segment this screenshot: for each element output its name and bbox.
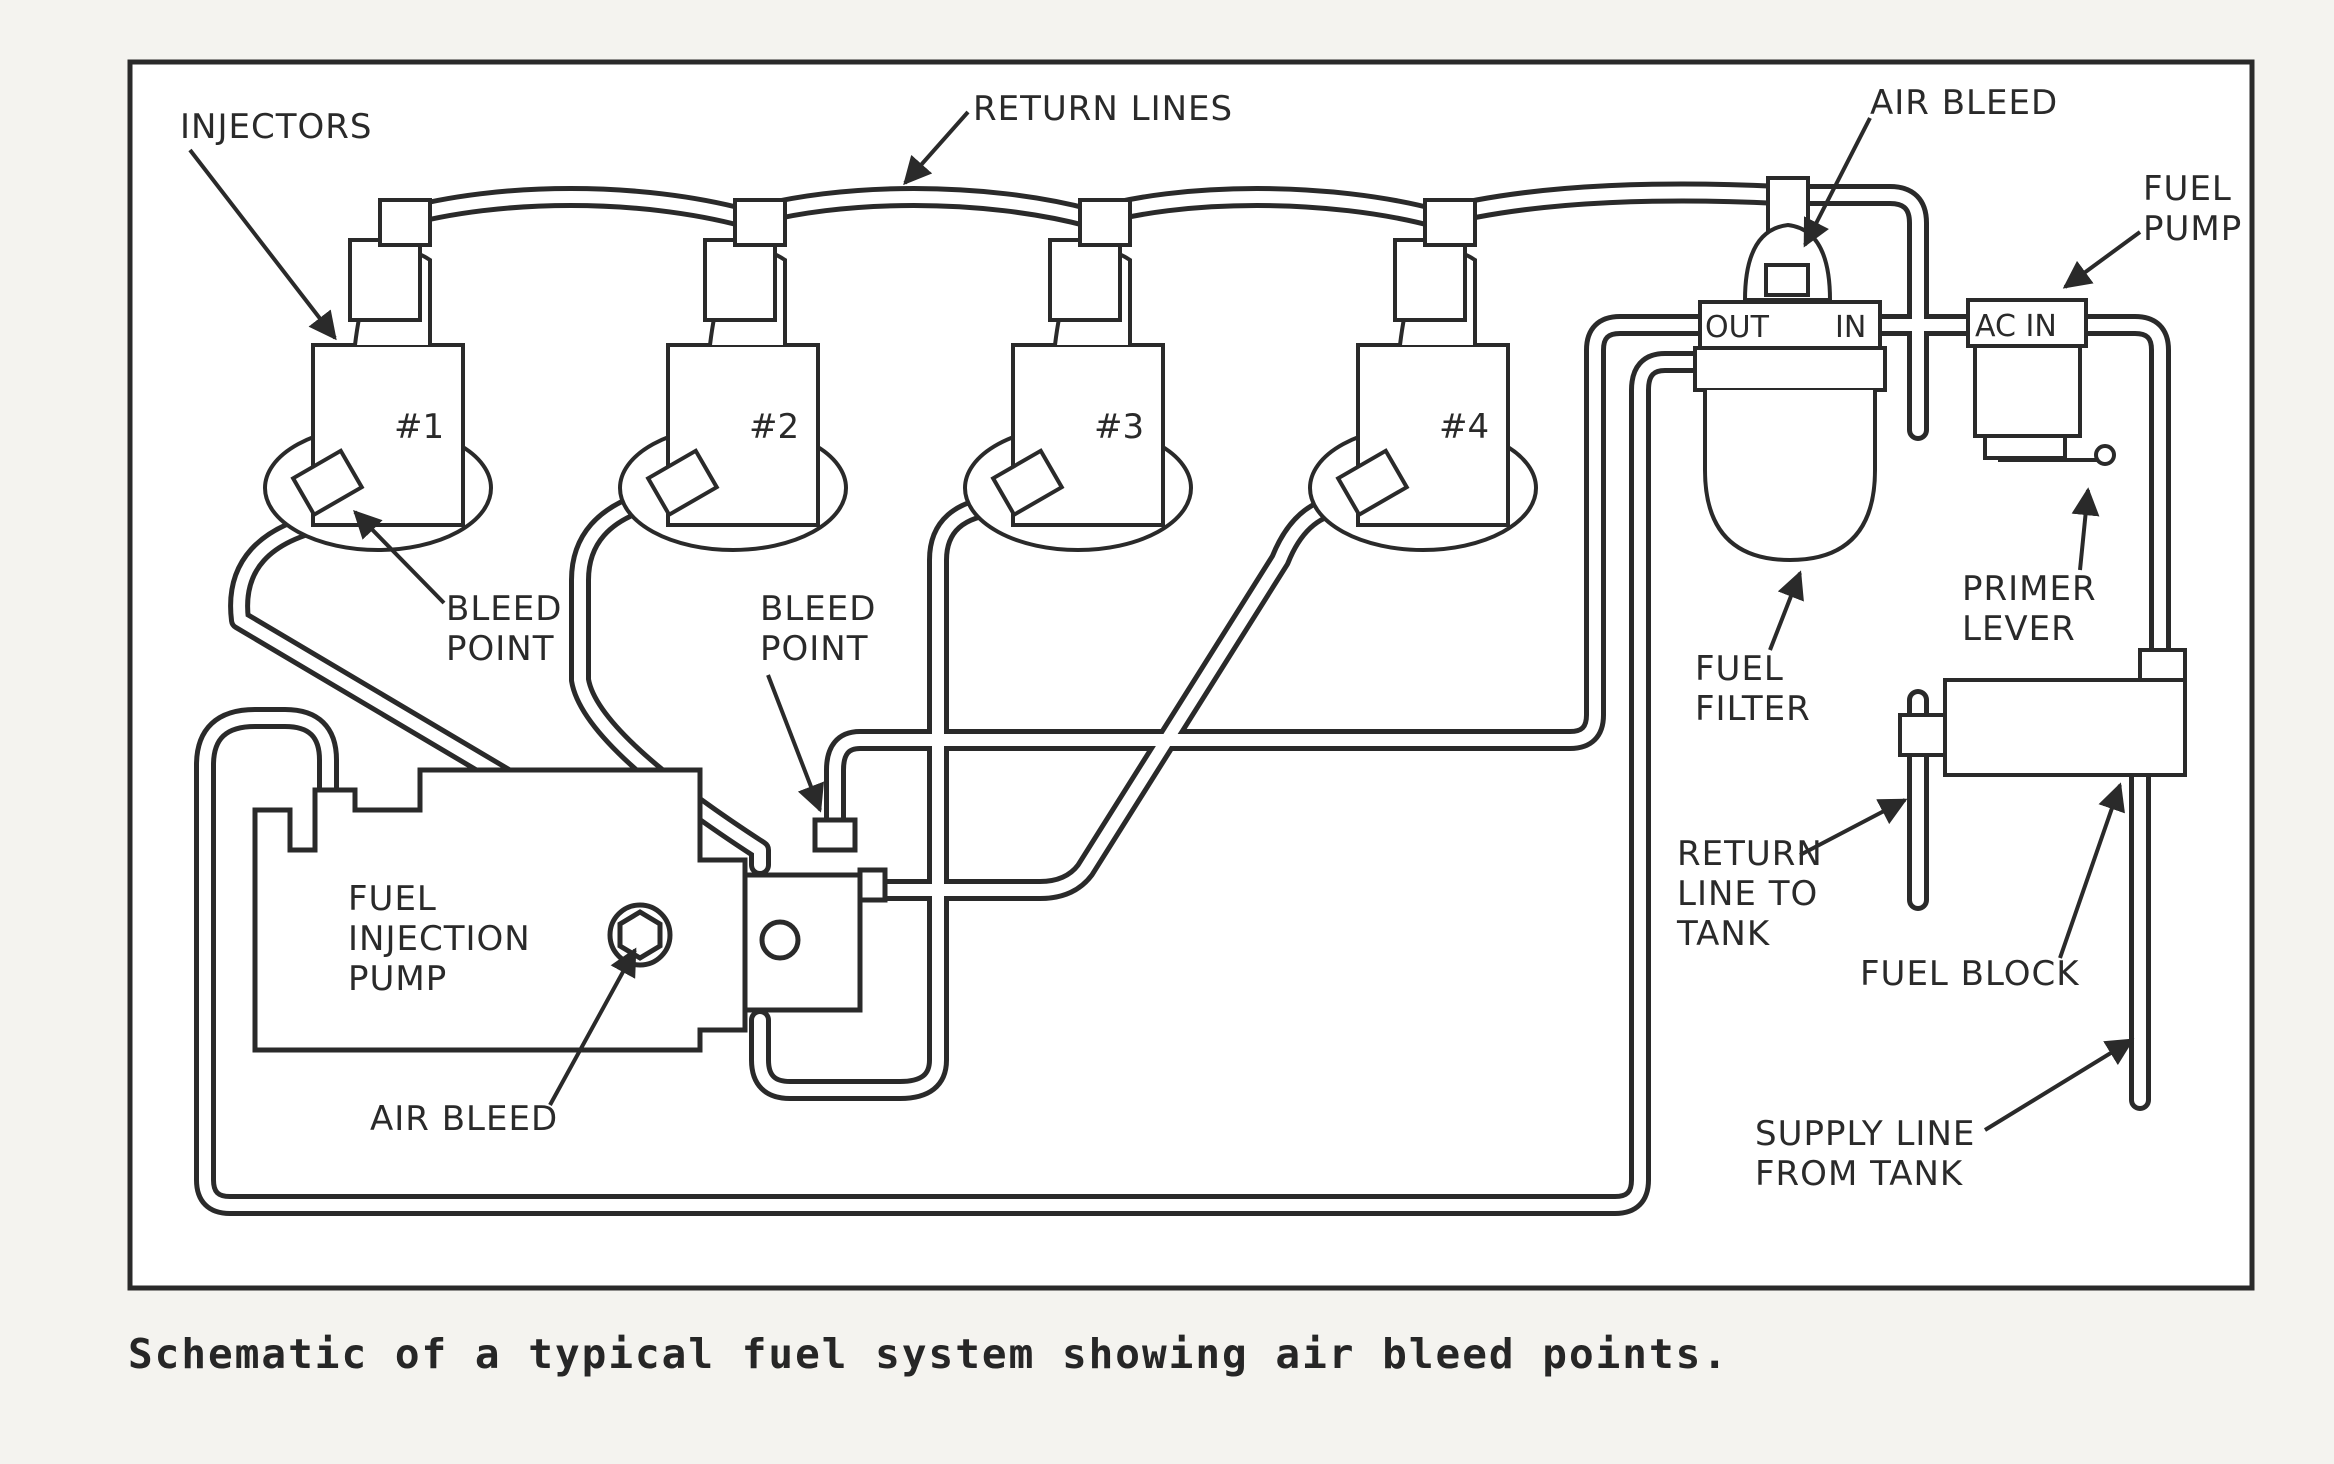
label-bleed-point-2a: BLEED bbox=[760, 589, 876, 629]
label-fuel-pump-1: FUEL bbox=[2143, 169, 2232, 209]
arrow-primer-lever bbox=[2071, 487, 2100, 571]
primer-lever-knob bbox=[2094, 444, 2116, 466]
filter-head bbox=[1698, 300, 1882, 350]
arrow-fuel-filter bbox=[1768, 570, 1804, 651]
fuel-filter: OUT IN bbox=[1693, 176, 1887, 563]
arrow-supply-line bbox=[1983, 1038, 2135, 1132]
label-bleed-point-1b: POINT bbox=[446, 629, 555, 669]
injector-number-3: #3 bbox=[1094, 407, 1144, 447]
arrow-fuel-pump bbox=[2062, 230, 2142, 289]
callout-labels: INJECTORS RETURN LINES AIR BLEED FUEL PU… bbox=[180, 83, 2242, 1194]
diagram-frame bbox=[127, 59, 2255, 1291]
injector-number-4: #4 bbox=[1439, 407, 1489, 447]
arrow-air-bleed-top bbox=[1803, 117, 1872, 248]
arrow-return-lines bbox=[903, 110, 970, 186]
label-fuel-block: FUEL BLOCK bbox=[1860, 954, 2080, 994]
label-return-lines: RETURN LINES bbox=[973, 89, 1233, 129]
injector-3: #3 bbox=[963, 198, 1193, 552]
injector-number-1: #1 bbox=[394, 407, 444, 447]
label-primer-lever-1: PRIMER bbox=[1962, 569, 2097, 609]
filter-out-label: OUT bbox=[1705, 310, 1770, 345]
arrow-fuel-block bbox=[2058, 782, 2125, 959]
label-bleed-point-2b: POINT bbox=[760, 629, 869, 669]
label-supply-line-2: FROM TANK bbox=[1755, 1154, 1964, 1194]
label-bleed-point-1a: BLEED bbox=[446, 589, 562, 629]
fuel-injection-pump bbox=[252, 767, 888, 1053]
arrow-injectors bbox=[188, 148, 337, 341]
label-air-bleed-pump: AIR BLEED bbox=[370, 1099, 558, 1139]
label-fuel-filter-2: FILTER bbox=[1695, 689, 1811, 729]
fuel-block bbox=[1898, 648, 2187, 777]
pump-ac-in-label: AC IN bbox=[1975, 309, 2057, 344]
label-air-bleed-top: AIR BLEED bbox=[1870, 83, 2058, 123]
label-return-line-3: TANK bbox=[1676, 914, 1771, 954]
label-fuel-filter-1: FUEL bbox=[1695, 649, 1784, 689]
label-fuel-pump-2: PUMP bbox=[2143, 209, 2242, 249]
filter-in-label: IN bbox=[1835, 310, 1866, 345]
label-fip-3: PUMP bbox=[348, 959, 447, 999]
label-supply-line-1: SUPPLY LINE bbox=[1755, 1114, 1975, 1154]
arrow-bleed-point-2 bbox=[766, 674, 825, 813]
label-primer-lever-2: LEVER bbox=[1962, 609, 2076, 649]
label-fip-2: INJECTION bbox=[348, 919, 531, 959]
label-return-line-2: LINE TO bbox=[1677, 874, 1818, 914]
injector-2: #2 bbox=[618, 198, 848, 552]
pump-air-bleed-plug bbox=[617, 909, 663, 961]
arrow-air-bleed-pump bbox=[548, 947, 637, 1106]
label-injectors: INJECTORS bbox=[180, 107, 372, 147]
arrow-bleed-point-1 bbox=[353, 509, 446, 605]
injector-1: #1 bbox=[263, 198, 493, 552]
label-return-line-1: RETURN bbox=[1677, 834, 1823, 874]
arrow-return-line bbox=[1799, 798, 1908, 857]
fuel-pump: AC IN bbox=[1966, 298, 2116, 466]
label-fip-1: FUEL bbox=[348, 879, 437, 919]
injector-4: #4 bbox=[1308, 198, 1538, 552]
leader-arrows bbox=[188, 110, 2142, 1132]
injector-number-2: #2 bbox=[749, 407, 799, 447]
figure-caption: Schematic of a typical fuel system showi… bbox=[128, 1330, 1730, 1378]
